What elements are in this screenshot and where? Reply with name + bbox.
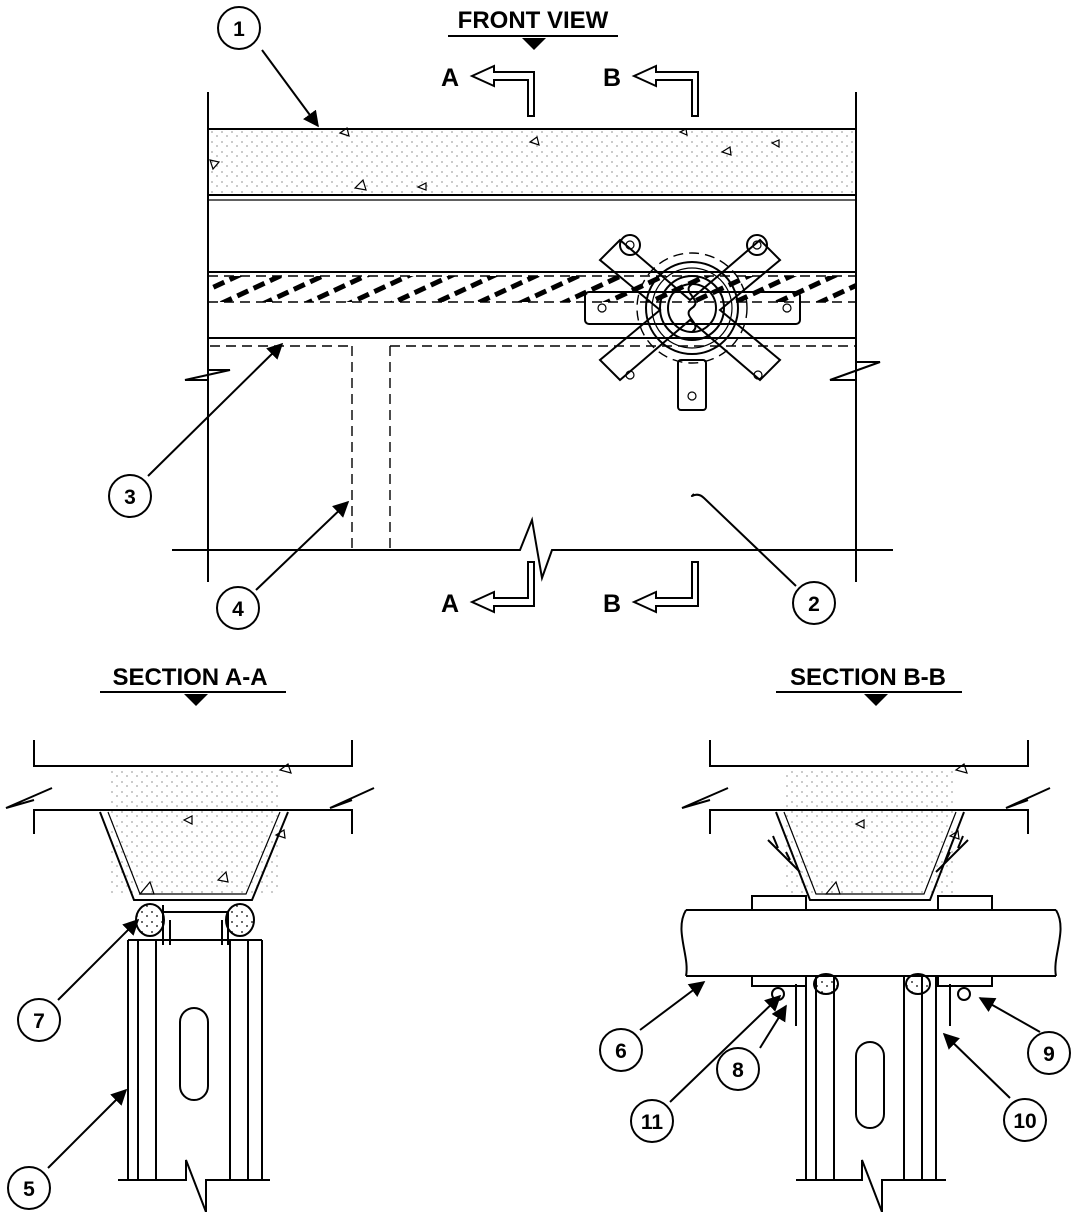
stud-outline (210, 345, 856, 550)
callout-3: 3 (108, 474, 152, 518)
svg-text:6: 6 (615, 1040, 627, 1063)
callout-5: 5 (7, 1166, 51, 1210)
callout-bubble-icon: 1 2 3 4 5 6 7 8 (7, 6, 1071, 1210)
cut-mark-b-top: B (603, 64, 621, 92)
svg-text:3: 3 (124, 486, 136, 509)
front-view: FRONT VIEW (147, 7, 893, 618)
pipe (680, 909, 1062, 977)
front-view-title: FRONT VIEW (458, 7, 609, 34)
callout-6: 6 (599, 1028, 643, 1072)
svg-text:5: 5 (23, 1178, 35, 1201)
svg-text:8: 8 (732, 1059, 744, 1082)
svg-text:11: 11 (641, 1111, 664, 1134)
cut-mark-b-bottom: B (603, 590, 621, 618)
section-b: SECTION B-B (639, 664, 1062, 1212)
section-b-title: SECTION B-B (790, 664, 946, 691)
steel-stud-b (796, 976, 946, 1212)
callout-10: 10 (1003, 1098, 1047, 1142)
cut-mark-a-top: A (441, 64, 459, 92)
sealant-joint (135, 903, 255, 937)
svg-text:7: 7 (33, 1010, 45, 1033)
cut-mark-a-bottom: A (441, 590, 459, 618)
pipe-penetration-device-icon (584, 234, 801, 411)
steel-stud (118, 939, 270, 1212)
svg-text:2: 2 (808, 593, 820, 616)
callout-8: 8 (716, 1047, 760, 1091)
section-a-title: SECTION A-A (112, 664, 267, 691)
svg-text:4: 4 (232, 598, 244, 621)
callout-2: 2 (792, 581, 836, 625)
section-cut-arrow-icon: A B A B (441, 64, 699, 618)
callout-9: 9 (1027, 1031, 1071, 1075)
svg-text:10: 10 (1013, 1110, 1036, 1133)
fire-wrap-band (208, 276, 856, 302)
svg-text:9: 9 (1043, 1043, 1055, 1066)
callout-11: 11 (630, 1099, 674, 1143)
callout-4: 4 (216, 586, 260, 630)
svg-text:1: 1 (233, 18, 245, 41)
concrete-slab (208, 126, 856, 201)
callout-1: 1 (217, 6, 261, 50)
section-a: SECTION A-A (5, 664, 375, 1212)
callout-7: 7 (17, 998, 61, 1042)
